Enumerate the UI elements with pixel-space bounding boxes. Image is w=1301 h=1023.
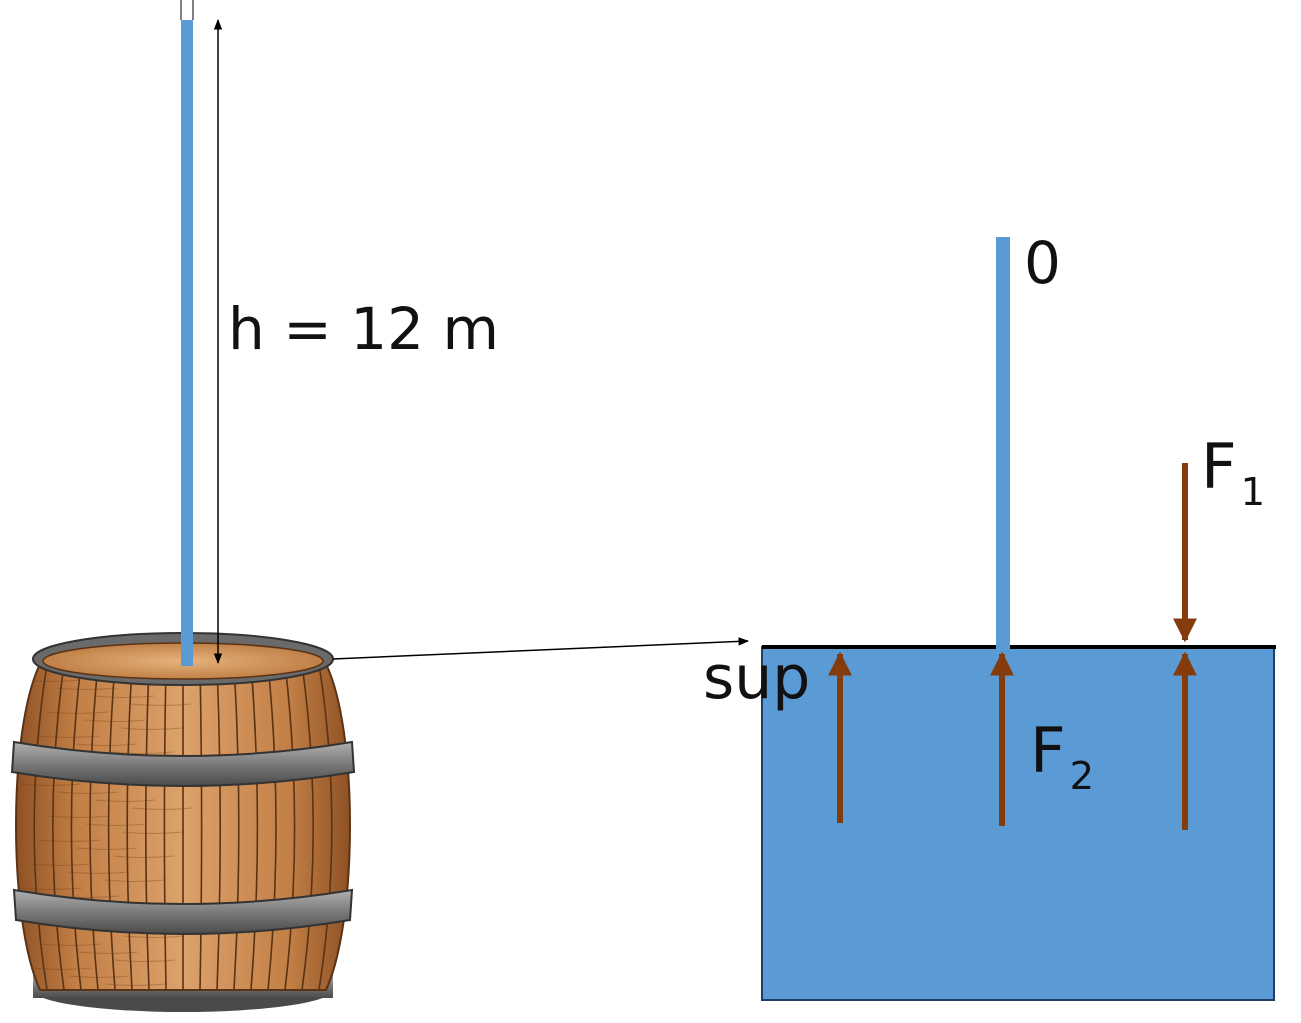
barrel-wood-grain — [67, 871, 129, 874]
barrel-wood-grain — [105, 983, 167, 986]
barrel-stave — [301, 664, 314, 990]
water-column-zoom — [996, 237, 1010, 649]
zero-label: 0 — [1024, 229, 1061, 297]
barrel-stave — [107, 664, 116, 990]
barrel-stave — [318, 664, 333, 990]
barrel-wood-grain — [56, 687, 118, 690]
barrel-wood-grain — [68, 975, 130, 978]
barrel-wood-grain — [130, 703, 192, 706]
liquid-region — [761, 646, 1275, 1001]
barrel-wood-grain — [84, 719, 146, 722]
force-label-f1-subscript: 1 — [1240, 470, 1266, 516]
barrel-wood-grain — [75, 743, 137, 746]
force-label-f1-main: F — [1201, 430, 1237, 503]
barrel-wood-grain — [57, 791, 119, 794]
barrel-wood-grain — [31, 967, 93, 970]
barrel-wood-grain — [112, 751, 174, 754]
barrel-stave — [89, 664, 99, 990]
barrel-wood-grain — [131, 807, 193, 810]
surface-label: sup — [703, 643, 811, 713]
barrel-stave — [267, 664, 277, 990]
barrel-stave — [163, 664, 167, 990]
barrel-stave — [126, 664, 133, 990]
barrel-wood-grain — [48, 815, 110, 818]
barrel-wood-grain — [104, 879, 166, 882]
barrel-wood-grain — [122, 831, 184, 834]
barrel-stave — [52, 664, 65, 990]
barrel-stave — [250, 664, 259, 990]
barrel-wood-grain — [47, 711, 109, 714]
force-label-f2-subscript: 2 — [1069, 754, 1095, 800]
force-label-f2-main: F — [1030, 714, 1066, 787]
barrel-wood-grain — [40, 943, 102, 946]
barrel-wood-grain — [121, 727, 183, 730]
barrel-wood-grain — [20, 783, 82, 786]
barrel-wood-grain — [38, 735, 100, 738]
barrel-stave — [70, 664, 82, 990]
barrel-wood-grain — [94, 799, 156, 802]
water-column-tube — [181, 20, 193, 666]
barrel-wood-grain — [93, 695, 155, 698]
barrel-wood-grain — [85, 823, 147, 826]
barrel-wood-grain — [77, 951, 139, 954]
barrel-stave — [233, 664, 240, 990]
zoom-pointer-arrow — [332, 637, 750, 660]
barrel-wood-grain — [113, 855, 175, 858]
barrel-wood-grain — [114, 959, 176, 962]
barrel-wood-grain — [76, 847, 138, 850]
height-label: h = 12 m — [228, 295, 499, 363]
barrel-wood-grain — [30, 863, 92, 866]
barrel-stave — [33, 664, 48, 990]
wooden-barrel-icon — [10, 632, 356, 1012]
barrel-stave — [216, 664, 221, 990]
barrel-wood-grain — [123, 935, 185, 938]
barrel-wood-grain — [21, 887, 83, 890]
barrel-wood-grain — [39, 839, 101, 842]
barrel-stave — [199, 664, 203, 990]
barrel-stave — [145, 664, 150, 990]
barrel-stave — [284, 664, 296, 990]
